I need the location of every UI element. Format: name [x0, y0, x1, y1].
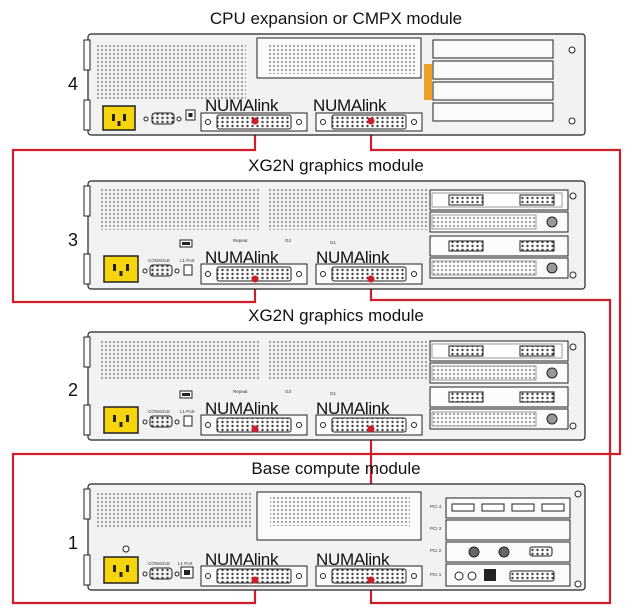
console-port-icon — [142, 264, 180, 277]
module-3-chassis: CONSOLE L1 Port Repeat G3 G1 NUMAlink NU… — [83, 180, 586, 290]
usb-port-icon — [179, 390, 193, 399]
cable-plugs — [251, 117, 375, 584]
power-socket-icon — [103, 556, 139, 584]
numalink-connector-icon — [200, 263, 308, 285]
numalink-label-4b: NUMAlink — [313, 96, 387, 115]
pci-graphics-cards — [429, 189, 569, 279]
pci-4-label: PCI 4 — [430, 504, 442, 509]
pci-1-label: PCI 1 — [430, 572, 442, 577]
pci-3-label: PCI 3 — [430, 526, 442, 531]
g1-label: G1 — [330, 391, 337, 396]
l1-port-label: L1 Port — [180, 258, 195, 263]
orange-latch — [424, 64, 432, 100]
g3-label: G3 — [285, 389, 292, 394]
module-2-chassis: CONSOLE L1 Port Repeat G3 G1 NUMAlink NU… — [83, 331, 586, 441]
module-4-number: 4 — [68, 74, 78, 94]
console-port-icon — [142, 567, 180, 580]
numalink-connector-icon — [315, 565, 423, 587]
dvi-port-icon — [448, 345, 484, 357]
module-3-title: XG2N graphics module — [248, 156, 424, 175]
numalink-connector-icon — [315, 263, 423, 285]
module-4-chassis: NUMAlink NUMAlink — [83, 33, 586, 136]
pci-graphics-cards — [429, 340, 569, 430]
module-1-chassis: PCI 4 PCI 3 PCI 2 PCI 1 — [83, 483, 586, 591]
cable-4-to-1 — [11, 121, 622, 605]
module-1-number: 1 — [68, 533, 78, 553]
repeat-label: Repeat — [233, 238, 248, 243]
g3-label: G3 — [285, 238, 292, 243]
usb-port-icon — [180, 566, 194, 579]
pci-slot-covers — [432, 39, 554, 122]
usb-port-icon — [179, 239, 193, 248]
pci-slot-icon — [445, 497, 571, 587]
module-3-number: 3 — [68, 230, 78, 250]
dvi-port-icon — [519, 240, 555, 252]
numalink-connector-icon — [315, 414, 423, 436]
console-port-icon — [142, 415, 180, 428]
cable-4-to-3 — [11, 121, 257, 304]
numalink-label-4a: NUMAlink — [205, 96, 279, 115]
console-label: CONSOLE — [148, 409, 170, 414]
numalink-label-2b: NUMAlink — [316, 399, 390, 418]
power-socket-icon — [103, 255, 139, 283]
module-2-number: 2 — [68, 380, 78, 400]
dvi-port-icon — [448, 194, 484, 206]
console-label: CONSOLE — [148, 561, 170, 566]
numalink-label-2a: NUMAlink — [205, 399, 279, 418]
module-2-title: XG2N graphics module — [248, 306, 424, 325]
numalink-label-1a: NUMAlink — [205, 550, 279, 569]
l1-port-label: L1 Port — [178, 561, 193, 566]
module-1-title: Base compute module — [251, 459, 420, 478]
dvi-port-icon — [448, 391, 484, 403]
power-socket-icon — [102, 105, 136, 131]
dvi-port-icon — [448, 240, 484, 252]
l1-port-label: L1 Port — [180, 409, 195, 414]
repeat-label: Repeat — [233, 389, 248, 394]
numalink-label-3a: NUMAlink — [205, 248, 279, 267]
usb-port-icon — [185, 109, 196, 121]
dvi-port-icon — [519, 194, 555, 206]
numalink-connector-icon — [200, 414, 308, 436]
numalink-label-1b: NUMAlink — [316, 550, 390, 569]
numalink-connector-icon — [200, 565, 308, 587]
pci-2-label: PCI 2 — [430, 548, 442, 553]
g1-label: G1 — [330, 240, 337, 245]
dvi-port-icon — [519, 391, 555, 403]
dvi-port-icon — [519, 345, 555, 357]
module-4-title: CPU expansion or CMPX module — [210, 9, 462, 28]
console-port-icon — [143, 112, 182, 125]
numalink-label-3b: NUMAlink — [316, 248, 390, 267]
console-label: CONSOLE — [148, 258, 170, 263]
power-socket-icon — [103, 406, 139, 434]
